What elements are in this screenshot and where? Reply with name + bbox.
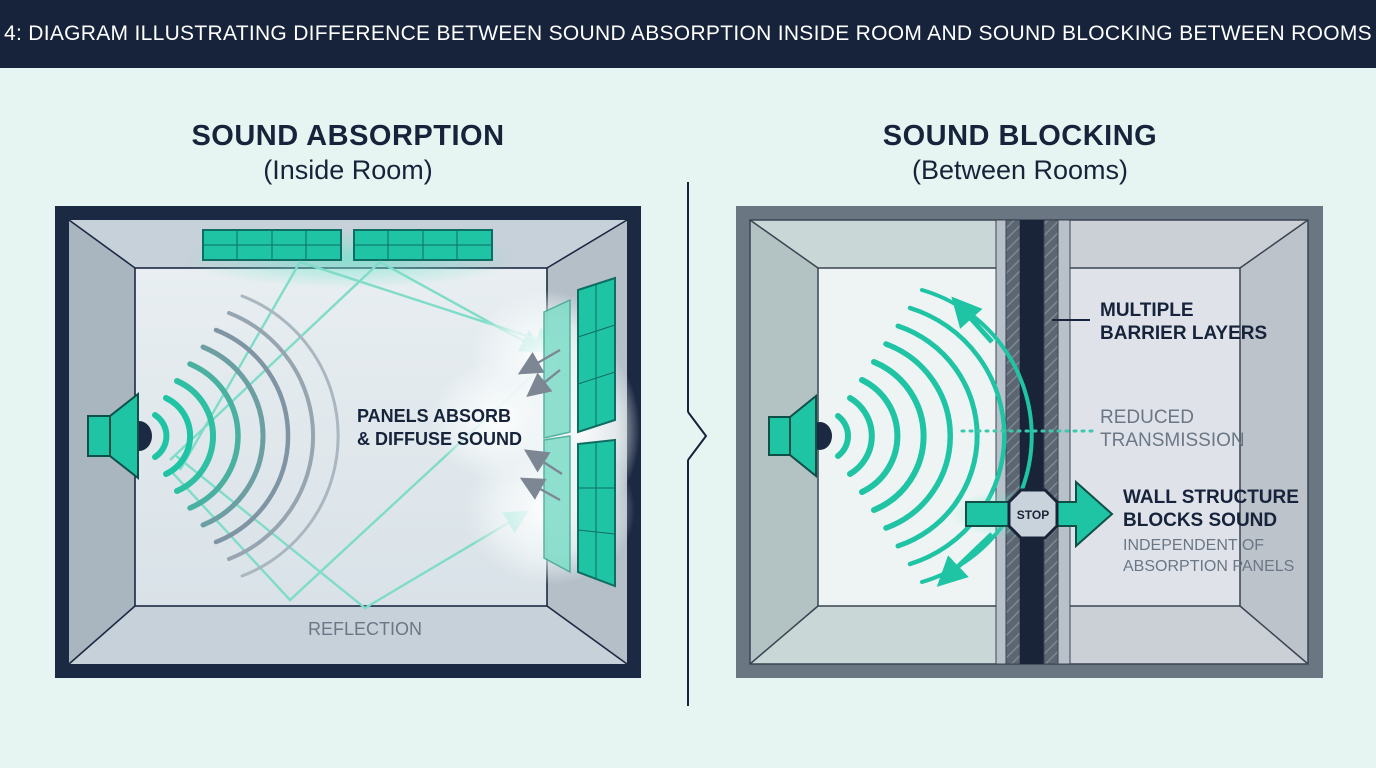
absorption-sound-waves (152, 294, 340, 578)
reduced-transmission-label: REDUCED TRANSMISSION (1100, 406, 1245, 452)
receiving-room-ceiling (1070, 220, 1308, 268)
independent-label-line2: ABSORPTION PANELS (1123, 558, 1295, 575)
wall-label-line1: WALL STRUCTURE (1123, 487, 1299, 508)
absorption-heading: SOUND ABSORPTION (Inside Room) (138, 120, 558, 186)
ceiling-absorption-panels (202, 229, 493, 261)
absorption-subtitle: (Inside Room) (263, 155, 433, 185)
layers-label-line2: BARRIER LAYERS (1100, 323, 1268, 344)
reflected-arrows (936, 296, 994, 587)
reflection-label: REFLECTION (308, 619, 423, 639)
receiving-room-back-wall (1070, 268, 1240, 606)
independent-label: INDEPENDENT OF ABSORPTION PANELS (1123, 535, 1294, 577)
source-room-floor (750, 606, 996, 664)
reduced-label-line2: TRANSMISSION (1100, 430, 1245, 451)
diffuse-arrows (517, 348, 563, 502)
absorb-annotation: PANELS ABSORB & DIFFUSE SOUND (357, 405, 522, 451)
receiving-room-side-wall (1240, 220, 1308, 664)
stop-sign-icon: STOP (1007, 488, 1059, 540)
absorption-title: SOUND ABSORPTION (191, 120, 505, 152)
floor-wall (69, 606, 627, 664)
blocking-rooms: STOP (736, 206, 1323, 678)
reduced-label-line1: REDUCED (1100, 407, 1194, 428)
blocking-heading: SOUND BLOCKING (Between Rooms) (810, 120, 1230, 186)
wall-structure-label: WALL STRUCTURE BLOCKS SOUND (1123, 486, 1299, 532)
source-room-ceiling (750, 220, 996, 268)
stop-sign-label: STOP (1017, 508, 1049, 522)
absorb-annotation-line2: & DIFFUSE SOUND (357, 429, 523, 449)
blocking-subtitle: (Between Rooms) (911, 155, 1129, 185)
panel-divider (687, 182, 708, 706)
blocking-title: SOUND BLOCKING (882, 120, 1158, 152)
header-banner: 4: DIAGRAM ILLUSTRATING DIFFERENCE BETWE… (0, 0, 1376, 68)
layers-label: MULTIPLE BARRIER LAYERS (1100, 299, 1267, 345)
wall-label-line2: BLOCKS SOUND (1123, 510, 1278, 531)
absorption-room (55, 206, 641, 678)
independent-label-line1: INDEPENDENT OF (1123, 537, 1265, 554)
layers-label-line1: MULTIPLE (1100, 300, 1194, 321)
barrier-wall-layers (995, 219, 1071, 665)
receiving-room-floor (1070, 606, 1308, 664)
absorb-annotation-line1: PANELS ABSORB (357, 406, 512, 426)
page-title: 4: DIAGRAM ILLUSTRATING DIFFERENCE BETWE… (4, 22, 1372, 45)
speaker-icon (768, 393, 832, 479)
speaker-icon (87, 391, 152, 481)
